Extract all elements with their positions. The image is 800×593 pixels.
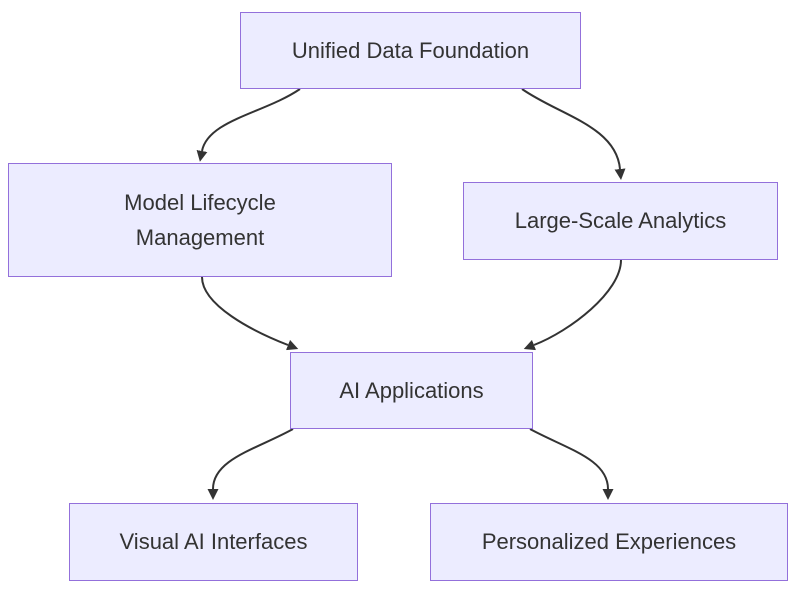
node-label-ai-applications: AI Applications [339,377,484,403]
edge-model-to-ai [201,276,299,351]
node-label-large-scale-analytics: Large-Scale Analytics [514,208,727,234]
node-label-visual-ai-interfaces: Visual AI Interfaces [119,529,308,555]
node-visual-ai-interfaces: Visual AI Interfaces [69,503,358,581]
node-ai-applications: AI Applications [290,352,533,429]
node-label-unified-data-foundation: Unified Data Foundation [291,37,530,63]
edge-ai-to-personal [529,428,614,500]
edge-ai-to-visual [207,428,294,500]
node-large-scale-analytics: Large-Scale Analytics [463,182,778,260]
edge-analytics-to-ai [523,259,622,351]
node-unified-data-foundation: Unified Data Foundation [240,12,581,89]
node-label-model-lifecycle-management: Model Lifecycle Management [124,189,276,250]
edge-unified-to-model [196,88,301,162]
node-model-lifecycle-management: Model Lifecycle Management [8,163,392,277]
node-label-personalized-experiences: Personalized Experiences [481,529,737,555]
edge-unified-to-analytics [521,88,626,180]
node-personalized-experiences: Personalized Experiences [430,503,788,581]
